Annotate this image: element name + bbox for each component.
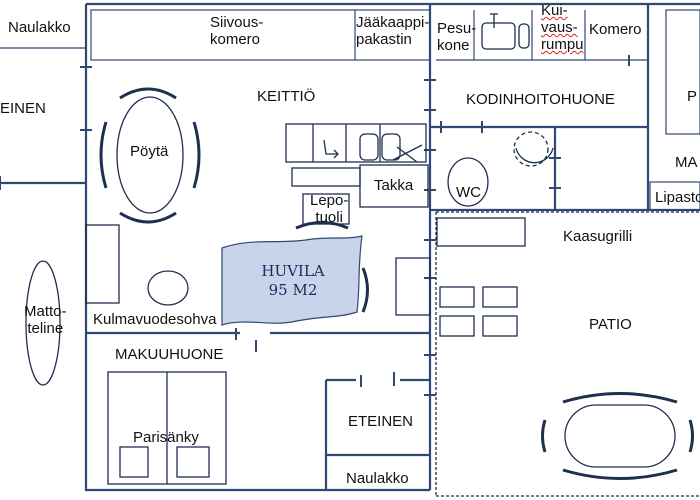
door-markers [0,55,630,396]
label-parisanky: Parisänky [133,429,199,446]
label-ma-partial: MA [675,154,698,171]
label-kulmavuodesohva: Kulmavuodesohva [93,311,217,328]
label-keittio: KEITTIÖ [257,88,316,105]
label-takka: Takka [374,177,414,194]
label-mattoteline: Matto- teline [24,303,67,337]
label-jaakaappipakastin: Jääkaappi- pakastin [356,14,430,48]
label-patio: PATIO [589,316,632,333]
plan-title: HUVILA [261,262,325,280]
label-kaasugrilli: Kaasugrilli [563,228,633,245]
label-lepotuoli: Lepo- tuoli [310,192,349,226]
label-pesukone: Pesu- kone [437,20,477,54]
label-p-partial: P [687,88,698,105]
label-naulakko-top: Naulakko [8,19,71,36]
label-wc: WC [456,184,481,201]
label-kodinhoitohuone: KODINHOITOHUONE [466,91,615,108]
label-naulakko-bottom: Naulakko [346,470,409,487]
label-komero: Komero [589,21,642,38]
label-eteinen-left: EINEN [0,100,46,117]
area-badge [221,235,363,326]
label-eteinen-bottom: ETEINEN [348,413,414,430]
label-kuivausrumpu: Kui- vaus- rumpu [541,2,584,53]
label-poyta: Pöytä [130,143,169,160]
label-makuuhuone: MAKUUHUONE [115,346,224,363]
area-badge-text: HUVILA 95 M2 [228,262,358,300]
plan-area: 95 M2 [268,281,318,299]
label-siivouskomero: Siivous- komero [210,14,264,48]
label-lipasto: Lipasto [655,189,700,206]
furniture [25,13,700,497]
